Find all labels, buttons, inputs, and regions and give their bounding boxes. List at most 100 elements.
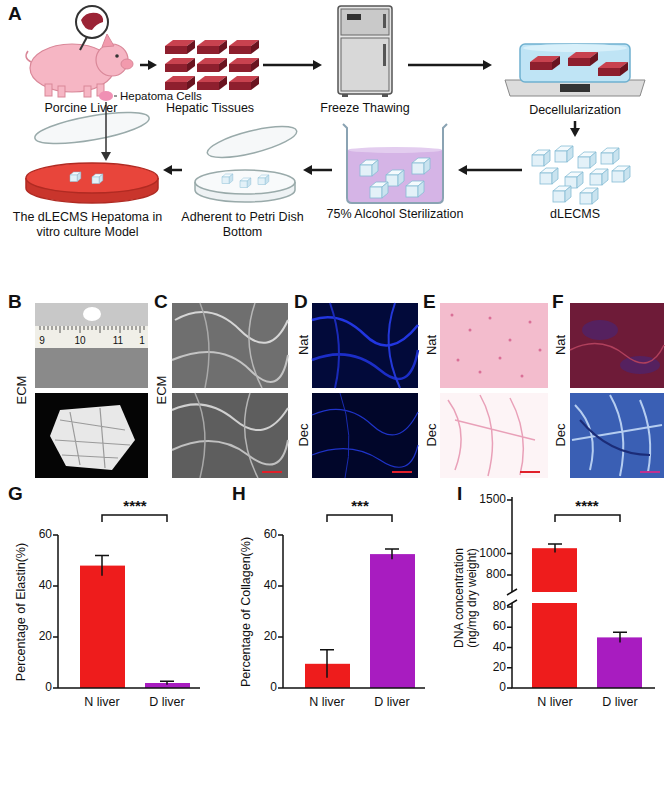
panel-e-he: [509, 339, 512, 342]
figure-label: D liver: [602, 696, 637, 710]
figure-label: 0: [499, 681, 506, 694]
flow-arrow: [458, 165, 522, 175]
shaker-with-beaker: [598, 62, 628, 76]
flow-arrow: [263, 60, 322, 70]
figure-label: Hepatoma Cells: [120, 90, 202, 103]
culture-model-dish: [70, 172, 81, 182]
alcohol-beaker: [343, 124, 447, 203]
hepatic-tissues: [229, 40, 259, 54]
panel-b-photos: [35, 393, 148, 478]
panel-e-he: [440, 393, 548, 478]
freezer: [347, 14, 361, 20]
pig-illustration: [76, 6, 108, 38]
axis-title: Nat: [297, 335, 311, 355]
axis-title: Dec: [425, 423, 439, 446]
step-label: Freeze Thawing: [305, 101, 425, 116]
panel-d-dapi: [312, 409, 418, 435]
panel-e-he: [499, 357, 502, 360]
step-node: Decellularization: [495, 30, 655, 118]
axis-title: DNA concentration (ng/mg dry weight): [453, 528, 479, 668]
culture-model-dish: [99, 91, 113, 101]
chart-g: [102, 515, 167, 522]
hepatic-tissues: [165, 76, 195, 90]
panel-b-photos: [50, 405, 135, 470]
step-label: Adherent to Petri Dish Bottom: [179, 210, 307, 240]
arrow-head: [163, 165, 172, 175]
axis-title: Nat: [425, 335, 439, 355]
figure-label: 20: [39, 630, 52, 643]
alcohol-beaker: [412, 158, 430, 174]
chart-h: [327, 515, 392, 522]
scaffold-cubes: [555, 146, 573, 162]
scaffold-cubes: [590, 169, 608, 185]
panel-c-sem: [195, 393, 205, 478]
step-label-group: 75% Alcohol Sterilization: [310, 207, 480, 222]
axis-title: ECM: [155, 376, 169, 405]
figure-label: 40: [493, 641, 506, 654]
axis-title: Percentage of Collagen(%): [240, 537, 254, 687]
panel-c-sem: [175, 312, 288, 343]
chart-i: [507, 589, 517, 606]
flow-arrow: [570, 121, 580, 137]
panel-letter: D: [294, 292, 308, 313]
figure-label: N liver: [84, 696, 119, 710]
petri-dish: [240, 178, 251, 188]
pig-illustration: [84, 86, 91, 97]
chart-h: [278, 535, 425, 688]
step-label-group: Porcine Liver: [21, 101, 141, 116]
freezer: [383, 14, 386, 28]
freezer: [338, 6, 392, 97]
chart-h: [320, 549, 399, 678]
panel-c-sem: [172, 352, 288, 382]
arrow-head: [458, 165, 467, 175]
panel-letter: F: [552, 292, 564, 313]
panel-b-photos: [35, 303, 148, 478]
arrow-head: [313, 60, 322, 70]
alcohol-beaker: [370, 182, 388, 198]
panel-c-sem: [172, 303, 288, 388]
panel-d-dapi: [389, 303, 400, 388]
scaffold-cubes: [578, 152, 596, 168]
figure-label: 9: [39, 335, 45, 346]
petri-dish: [258, 175, 269, 185]
chart-g: [53, 515, 200, 688]
figure-label: 800: [486, 568, 506, 581]
scaffold-cubes: [532, 150, 550, 166]
flow-arrow: [140, 60, 157, 70]
step-label: dLECMS: [525, 207, 625, 222]
figure-label: 80: [493, 600, 506, 613]
chart-i: [548, 544, 627, 642]
step-label: The dLECMS Hepatoma in vitro culture Mod…: [5, 210, 170, 240]
arrow-shaft: [263, 64, 314, 67]
step-node: 75% Alcohol Sterilization: [335, 118, 455, 222]
panel-c-sem: [172, 440, 288, 465]
panel-b-photos: [35, 303, 148, 388]
panel-d-dapi: [312, 303, 418, 388]
figure-label: 20: [264, 630, 277, 643]
shaker-with-beaker: [568, 52, 598, 66]
panel-b-photos: [40, 326, 144, 333]
panel-d-dapi: [392, 471, 412, 473]
panel-e-he: [539, 349, 542, 352]
arrow-shaft: [408, 64, 484, 67]
pig-illustration: [45, 84, 52, 96]
panel-letter: C: [154, 292, 168, 313]
step-label-group: Adherent to Petri Dish Bottom: [179, 210, 307, 240]
chart-i: [555, 515, 620, 522]
chart-i: [532, 548, 577, 592]
panel-f-masson: [570, 303, 664, 388]
step-label: Hepatic Tissues: [150, 101, 270, 116]
panel-c-sem: [249, 303, 262, 388]
axis-title: Dec: [297, 423, 311, 446]
flow-arrow: [163, 165, 182, 175]
scaffold-cubes: [532, 146, 630, 204]
panel-f-masson: [570, 303, 664, 478]
pig-illustration: [26, 6, 133, 97]
chart-i: [597, 637, 642, 688]
significance-mark: ****: [123, 498, 146, 515]
panel-e-he: [440, 303, 548, 478]
panel-c-sem: [245, 393, 258, 478]
hepatic-tissues: [197, 58, 227, 72]
